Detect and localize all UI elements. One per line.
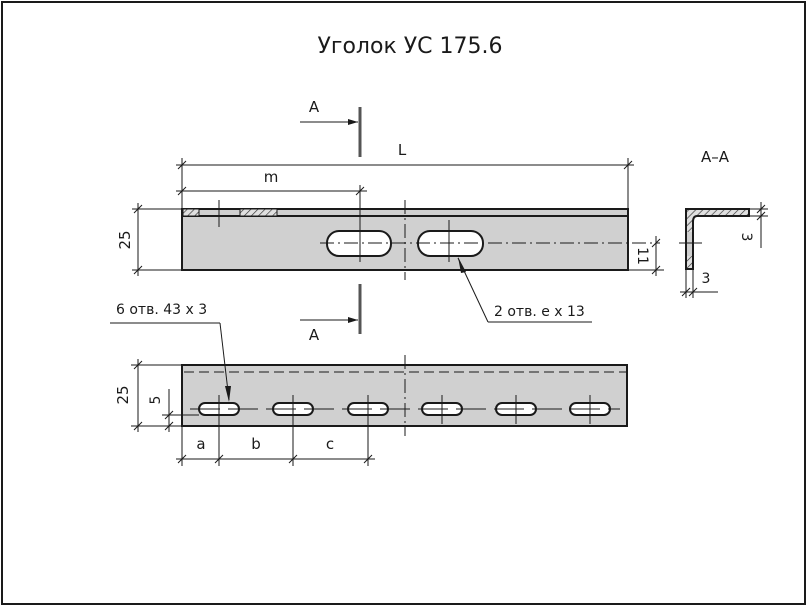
dim-m-label: m bbox=[264, 168, 279, 186]
dim-slot-offset-label: 11 bbox=[634, 247, 650, 265]
section-mark-top-label: A bbox=[309, 98, 320, 116]
dim-length-label: L bbox=[398, 141, 407, 159]
section-view: А–А 3 3 bbox=[679, 148, 768, 298]
section-mark-bottom-label: A bbox=[309, 326, 320, 344]
hatch-section-2 bbox=[239, 208, 278, 217]
hatch-section-1 bbox=[182, 208, 200, 217]
section-title: А–А bbox=[701, 148, 730, 166]
front-callout-label: 6 отв. 43 x 3 bbox=[116, 302, 207, 318]
dim-a-label: a bbox=[196, 435, 205, 453]
angle-cross-section bbox=[685, 208, 750, 270]
top-callout-label: 2 отв. e x 13 bbox=[494, 304, 585, 320]
dim-flange-label: 3 bbox=[738, 233, 754, 242]
dim-thickness-label: 3 bbox=[702, 271, 711, 287]
front-view: 6 отв. 43 x 3 25 5 a b c bbox=[110, 302, 628, 466]
drawing-title: Уголок УС 175.6 bbox=[318, 34, 503, 59]
dim-b-label: b bbox=[251, 435, 261, 453]
top-view: A A L m 25 11 2 отв. e x 13 bbox=[116, 98, 664, 344]
dim-height-label: 25 bbox=[116, 230, 134, 249]
front-dim-height-label: 25 bbox=[114, 385, 132, 404]
dim-c-label: c bbox=[326, 435, 334, 453]
front-dim-offset-label: 5 bbox=[148, 396, 164, 405]
